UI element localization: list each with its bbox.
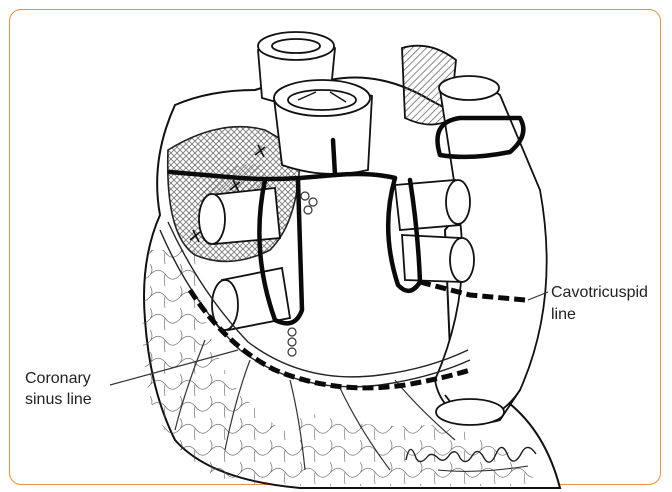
cavotricuspid-label-line2: line	[551, 305, 576, 325]
coronary-sinus-label-line2: sinus line	[25, 390, 92, 410]
coronary-sinus-label-line1: Coronary	[25, 369, 91, 389]
artist-signature	[398, 430, 548, 478]
cavotricuspid-label-line1: Cavotricuspid	[551, 283, 648, 303]
